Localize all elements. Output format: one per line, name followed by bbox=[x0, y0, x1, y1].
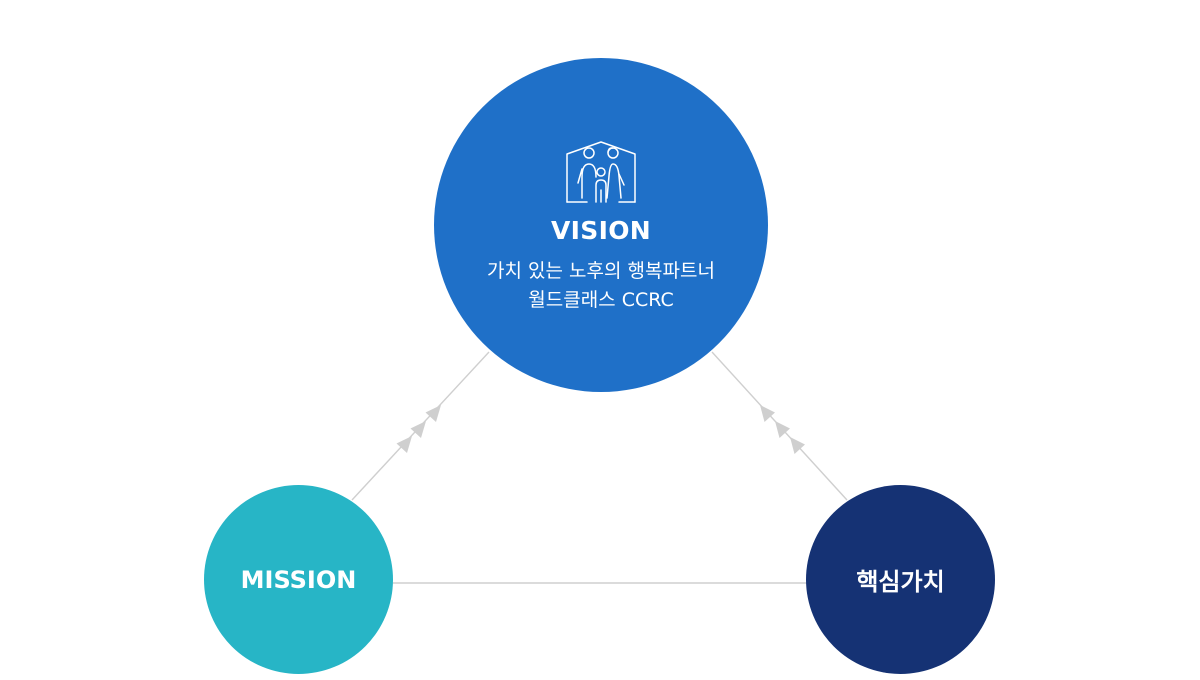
vision-circle: VISION 가치 있는 노후의 행복파트너 월드클래스 CCRC bbox=[434, 58, 768, 392]
arrow-right-upper bbox=[760, 405, 775, 422]
vision-statement-line-1: 가치 있는 노후의 행복파트너 bbox=[487, 259, 715, 282]
arrow-left-bottom bbox=[396, 436, 412, 453]
core-values-circle: 핵심가치 bbox=[806, 485, 995, 674]
family-house-icon bbox=[566, 140, 636, 203]
arrow-right-lower bbox=[790, 437, 805, 454]
arrow-right-middle bbox=[775, 421, 790, 438]
mission-title: MISSION bbox=[240, 565, 357, 594]
vision-statement-line-2: 월드클래스 CCRC bbox=[528, 288, 674, 311]
vision-title: VISION bbox=[551, 215, 651, 245]
arrow-left-upper bbox=[425, 405, 441, 422]
mission-circle: MISSION bbox=[204, 485, 393, 674]
arrow-left-lower bbox=[410, 421, 426, 438]
core-values-title: 핵심가치 bbox=[856, 568, 945, 596]
